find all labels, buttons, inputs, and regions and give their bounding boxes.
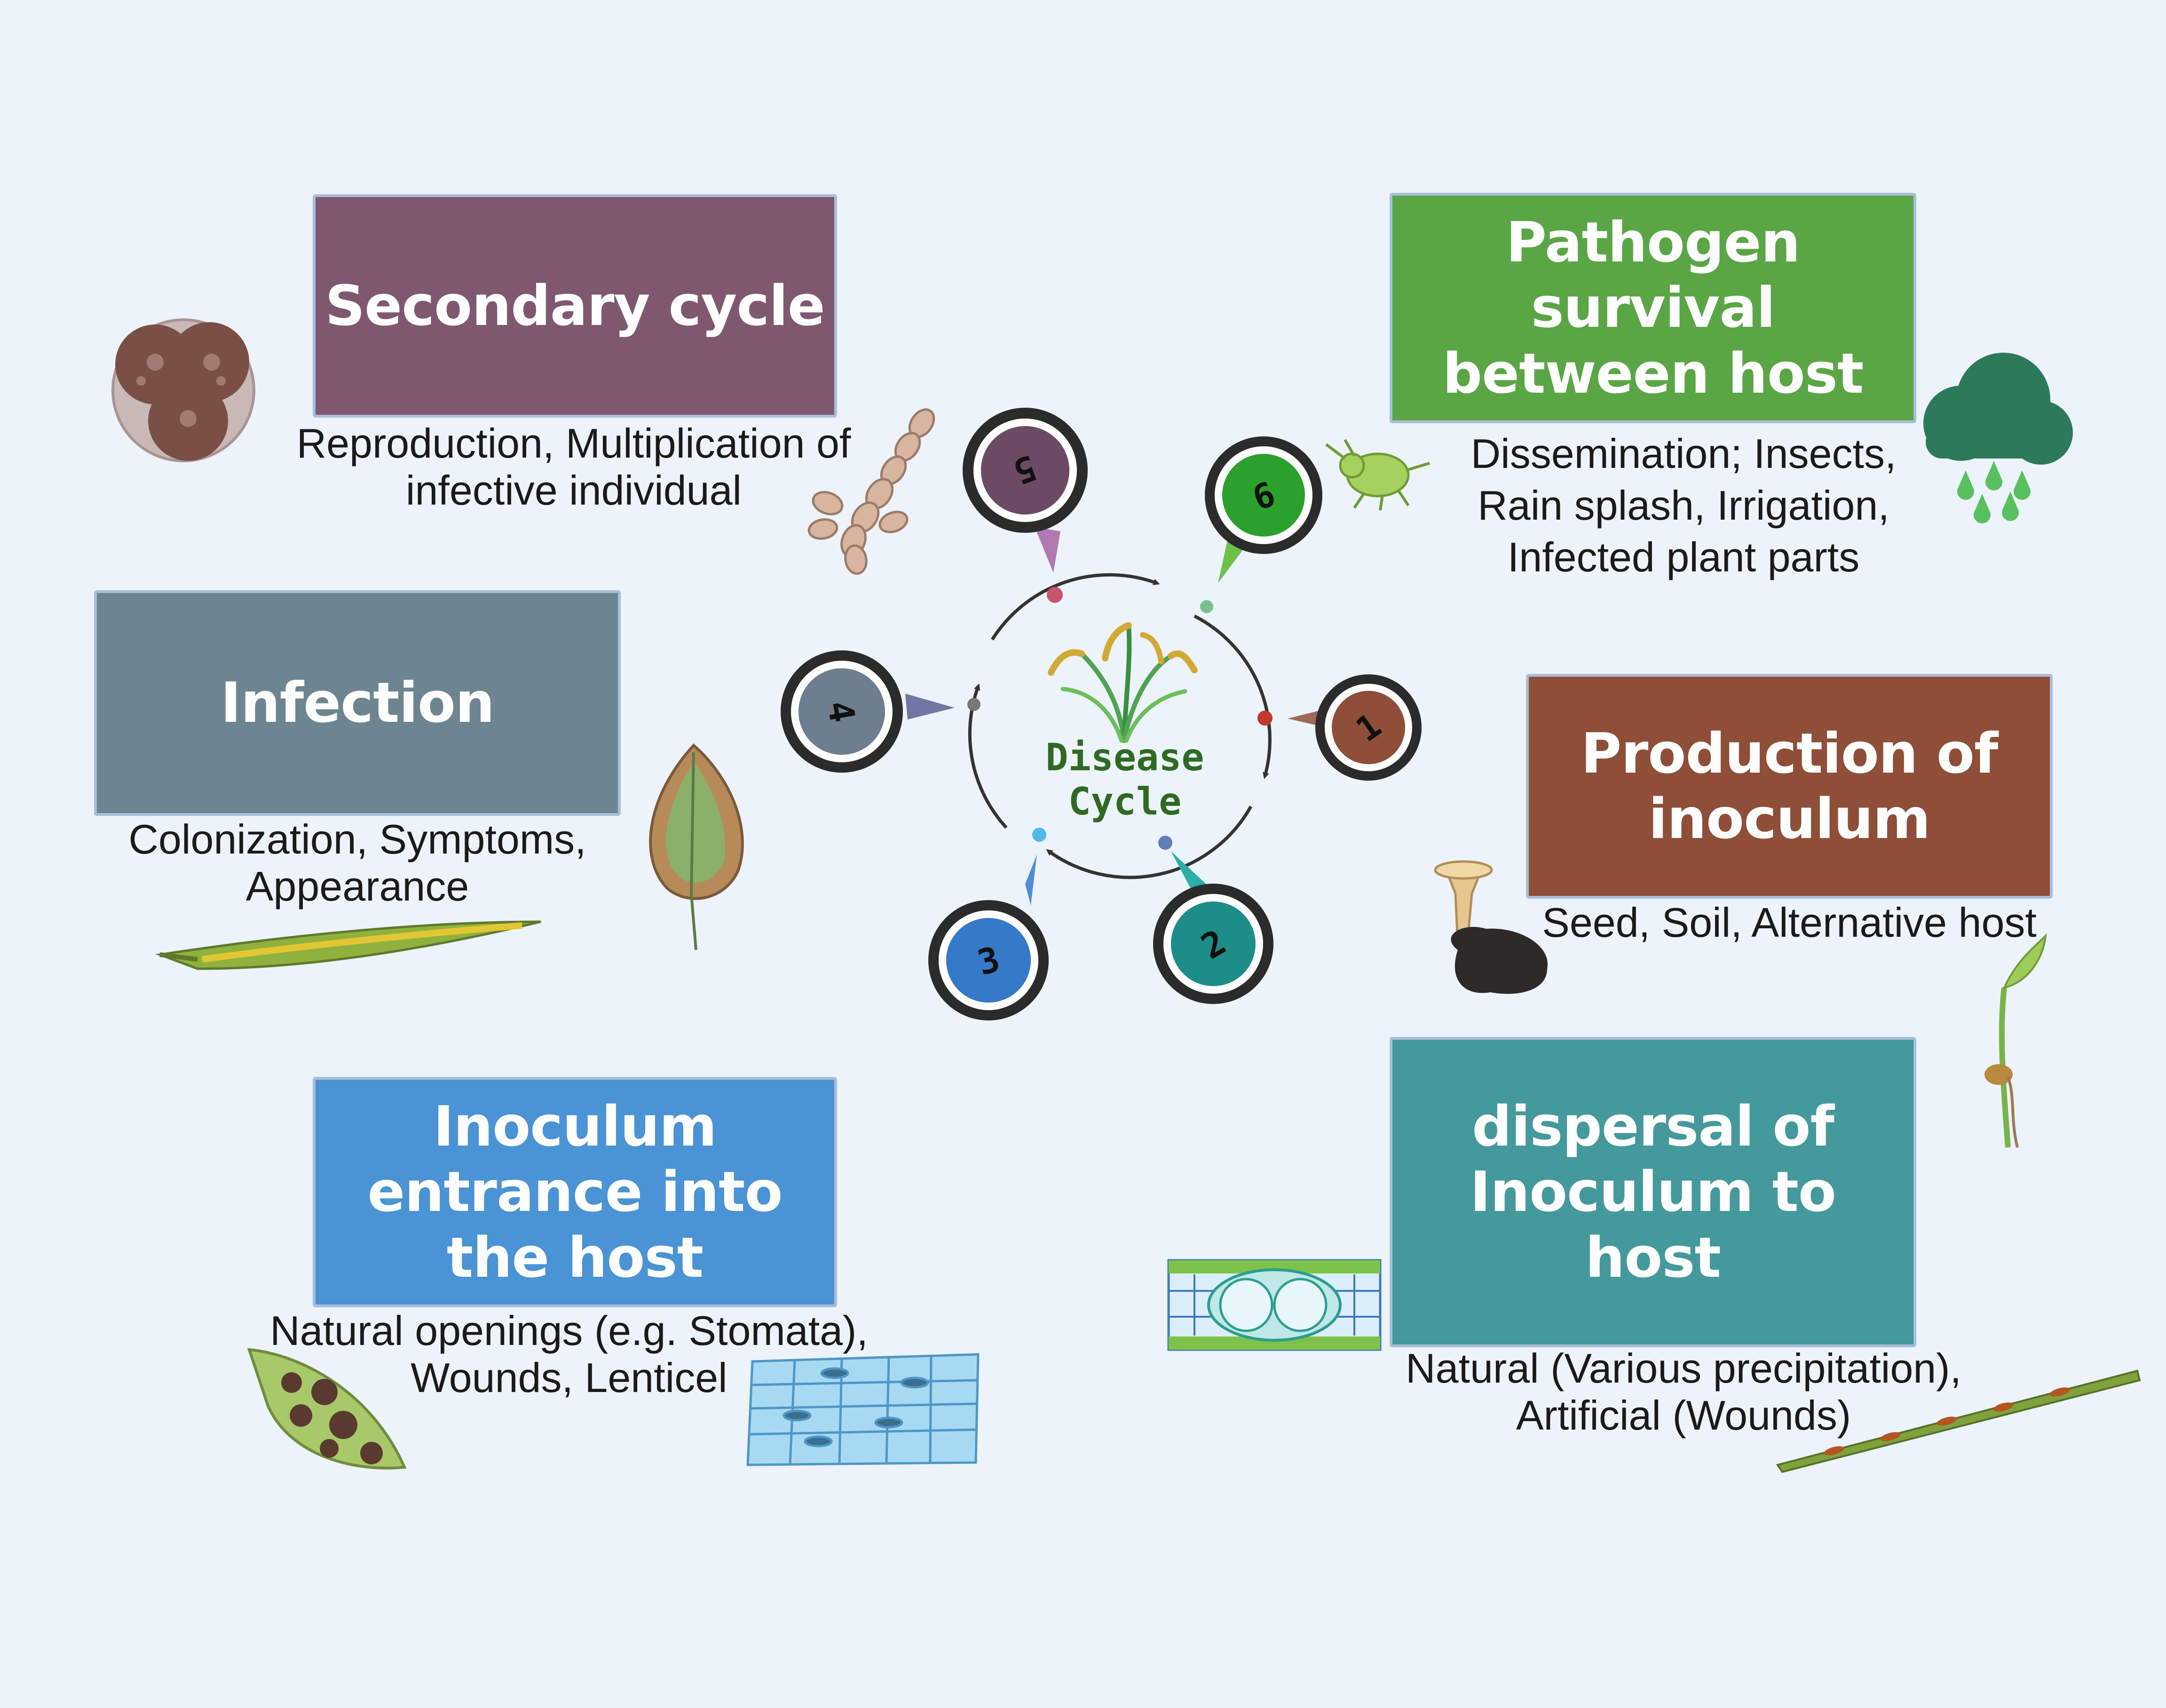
stage-box-5: Secondary cycle bbox=[313, 194, 837, 418]
cycle-dot-5 bbox=[1047, 587, 1063, 603]
cycle-dot-2 bbox=[1158, 836, 1172, 850]
stage-box-6: Pathogen survival between host bbox=[1390, 193, 1916, 423]
cycle-dot-4 bbox=[967, 698, 980, 711]
stomata-cross-section-icon bbox=[1167, 1259, 1382, 1351]
stage-description-3: Natural openings (e.g. Stomata), Wounds,… bbox=[270, 1307, 868, 1401]
stage-badge-5: 5 bbox=[963, 408, 1088, 533]
stage-badge-1: 1 bbox=[1315, 674, 1422, 781]
stage-box-1: Production of inoculum bbox=[1526, 674, 2053, 899]
center-label-line-1: Disease bbox=[1045, 735, 1204, 779]
stage-description-6: Dissemination; Insects, Rain splash, Irr… bbox=[1470, 430, 1897, 580]
center-label-line-2: Cycle bbox=[1068, 780, 1182, 823]
cycle-dot-1 bbox=[1257, 711, 1273, 726]
spore-cluster-icon bbox=[111, 318, 255, 462]
stage-box-2: dispersal of Inoculum to host bbox=[1390, 1037, 1916, 1347]
rain-cloud-icon bbox=[1923, 353, 2073, 523]
hyphae-icon bbox=[807, 408, 935, 575]
germinating-seed-icon bbox=[1984, 933, 2047, 1148]
stage-title-4: Infection bbox=[220, 670, 495, 735]
striped-leaf-blade-icon bbox=[155, 920, 541, 970]
stage-box-3: Inoculum entrance into the host bbox=[313, 1077, 837, 1307]
stage-description-2: Natural (Various precipitation), Artific… bbox=[1406, 1345, 1961, 1439]
stage-title-1: Production of inoculum bbox=[1581, 720, 1999, 851]
stage-badge-3: 3 bbox=[928, 900, 1049, 1020]
diseased-leaf-icon bbox=[649, 743, 744, 950]
stage-badge-2: 2 bbox=[1153, 884, 1273, 1004]
rice-plant-icon bbox=[1048, 622, 1198, 743]
cup-fungus-icon bbox=[1434, 860, 1548, 994]
epidermis-cells-icon bbox=[746, 1353, 980, 1466]
stage-badge-4: 4 bbox=[781, 650, 903, 773]
stage-title-5: Secondary cycle bbox=[325, 273, 825, 338]
stage-box-4: Infection bbox=[94, 590, 621, 816]
stage-description-5: Reproduction, Multiplication of infectiv… bbox=[296, 420, 851, 514]
stage-badge-6: 6 bbox=[1205, 436, 1322, 554]
cycle-arrows bbox=[968, 573, 1272, 879]
stage-description-4: Colonization, Symptoms, Appearance bbox=[128, 816, 586, 910]
stage-description-1: Seed, Soil, Alternative host bbox=[1542, 899, 2037, 946]
cycle-dot-3 bbox=[1032, 828, 1046, 842]
aphid-icon bbox=[1325, 439, 1430, 511]
stage-title-6: Pathogen survival between host bbox=[1442, 210, 1864, 406]
rusted-stem-icon bbox=[1776, 1369, 2141, 1473]
stage-title-2: dispersal of Inoculum to host bbox=[1470, 1094, 1836, 1290]
leaf-spot-icon bbox=[247, 1348, 407, 1470]
cycle-dot-6 bbox=[1200, 600, 1213, 613]
stage-title-3: Inoculum entrance into the host bbox=[367, 1094, 783, 1290]
